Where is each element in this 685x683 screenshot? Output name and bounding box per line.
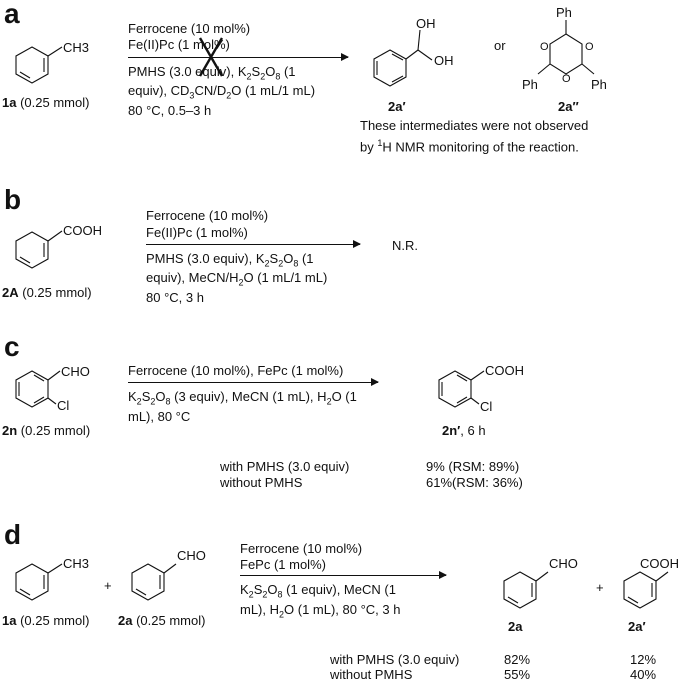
reactant-1a-label: 1a (0.25 mmol) — [2, 95, 90, 110]
svg-text:O: O — [585, 41, 594, 53]
svg-text:COOH: COOH — [485, 363, 524, 378]
cond-a-below-2: equiv), CD3CN/D2O (1 mL/1 mL) — [128, 83, 316, 101]
table-d-row1-p1: 82% — [504, 652, 531, 667]
product-2a-id: 2a — [508, 619, 523, 634]
cond-b-below-2: equiv), MeCN/H2O (1 mL/1 mL) — [146, 270, 328, 288]
arrow-d — [240, 571, 447, 579]
table-d-row1-p2: 12% — [630, 652, 657, 667]
ch3-label: CH3 — [63, 40, 89, 55]
svg-text:CHO: CHO — [177, 548, 206, 563]
svg-text:OH: OH — [434, 53, 454, 68]
svg-text:CHO: CHO — [61, 364, 90, 379]
cond-c-below-2: mL), 80 °C — [128, 409, 191, 424]
panel-a-label: a — [4, 0, 20, 29]
cond-a-above-1: Ferrocene (10 mol%) — [128, 21, 251, 36]
reactant-1a-d-label: 1a (0.25 mmol) — [2, 613, 90, 628]
or-text: or — [494, 38, 506, 53]
product-2a-prime-d-id: 2a′ — [628, 619, 646, 634]
table-d-row2-p1: 55% — [504, 667, 531, 682]
table-c-row2-result: 61%(RSM: 36%) — [426, 475, 523, 490]
table-d-row2-p2: 40% — [630, 667, 657, 682]
svg-text:COOH: COOH — [640, 556, 679, 571]
svg-text:Ph: Ph — [556, 5, 572, 20]
svg-text:CH3: CH3 — [63, 556, 89, 571]
svg-text:O: O — [540, 41, 549, 53]
svg-text:Cl: Cl — [57, 398, 69, 413]
svg-text:OH: OH — [416, 16, 436, 31]
table-c-row1-condition: with PMHS (3.0 equiv) — [220, 459, 350, 474]
product-2a-prime-id: 2a′ — [388, 99, 406, 114]
panel-c-label: c — [4, 331, 20, 362]
cond-d-above-1: Ferrocene (10 mol%) — [240, 541, 363, 556]
panel-b-label: b — [4, 184, 22, 215]
cond-b-below-3: 80 °C, 3 h — [146, 290, 204, 305]
cond-a-below-3: 80 °C, 0.5–3 h — [128, 103, 212, 118]
arrow-a — [128, 53, 349, 61]
cond-c-below-1: K2S2O8 (3 equiv), MeCN (1 mL), H2O (1 — [128, 389, 357, 407]
result-nr: N.R. — [392, 238, 418, 253]
table-c-row2-condition: without PMHS — [220, 475, 303, 490]
cond-d-above-2: FePc (1 mol%) — [240, 557, 326, 572]
svg-text:O: O — [562, 73, 571, 85]
cond-c-above-1: Ferrocene (10 mol%), FePc (1 mol%) — [128, 363, 344, 378]
reactant-2n-label: 2n (0.25 mmol) — [2, 423, 91, 438]
plus-sign-reactants: + — [104, 578, 112, 593]
note-line-1: These intermediates were not observed — [360, 118, 589, 133]
cond-b-above-2: Fe(II)Pc (1 mol%) — [146, 225, 248, 240]
panel-d-label: d — [4, 519, 22, 550]
cond-b-above-1: Ferrocene (10 mol%) — [146, 208, 269, 223]
svg-text:Ph: Ph — [522, 77, 538, 92]
arrow-b — [146, 240, 361, 248]
product-2n-prime-label: 2n′, 6 h — [442, 423, 486, 438]
arrow-c — [128, 378, 379, 386]
cond-a-below-1: PMHS (3.0 equiv), K2S2O8 (1 — [128, 64, 296, 82]
cond-b-below-1: PMHS (3.0 equiv), K2S2O8 (1 — [146, 251, 314, 269]
plus-sign-products: + — [596, 580, 604, 595]
svg-text:Cl: Cl — [480, 399, 492, 414]
cond-d-below-2: mL), H2O (1 mL), 80 °C, 3 h — [240, 602, 401, 620]
product-2a-dprime-id: 2a″ — [558, 99, 579, 114]
reactant-2a-d-label: 2a (0.25 mmol) — [118, 613, 206, 628]
table-d-row1-condition: with PMHS (3.0 equiv) — [330, 652, 460, 667]
reactant-2A-label: 2A (0.25 mmol) — [2, 285, 92, 300]
svg-text:Ph: Ph — [591, 77, 607, 92]
table-c-row1-result: 9% (RSM: 89%) — [426, 459, 520, 474]
svg-text:CHO: CHO — [549, 556, 578, 571]
note-line-2: by 1H NMR monitoring of the reaction. — [360, 138, 579, 155]
svg-text:COOH: COOH — [63, 223, 102, 238]
cond-d-below-1: K2S2O8 (1 equiv), MeCN (1 — [240, 582, 396, 600]
table-d-row2-condition: without PMHS — [330, 667, 413, 682]
cond-a-above-2: Fe(II)Pc (1 mol%) — [128, 37, 230, 52]
